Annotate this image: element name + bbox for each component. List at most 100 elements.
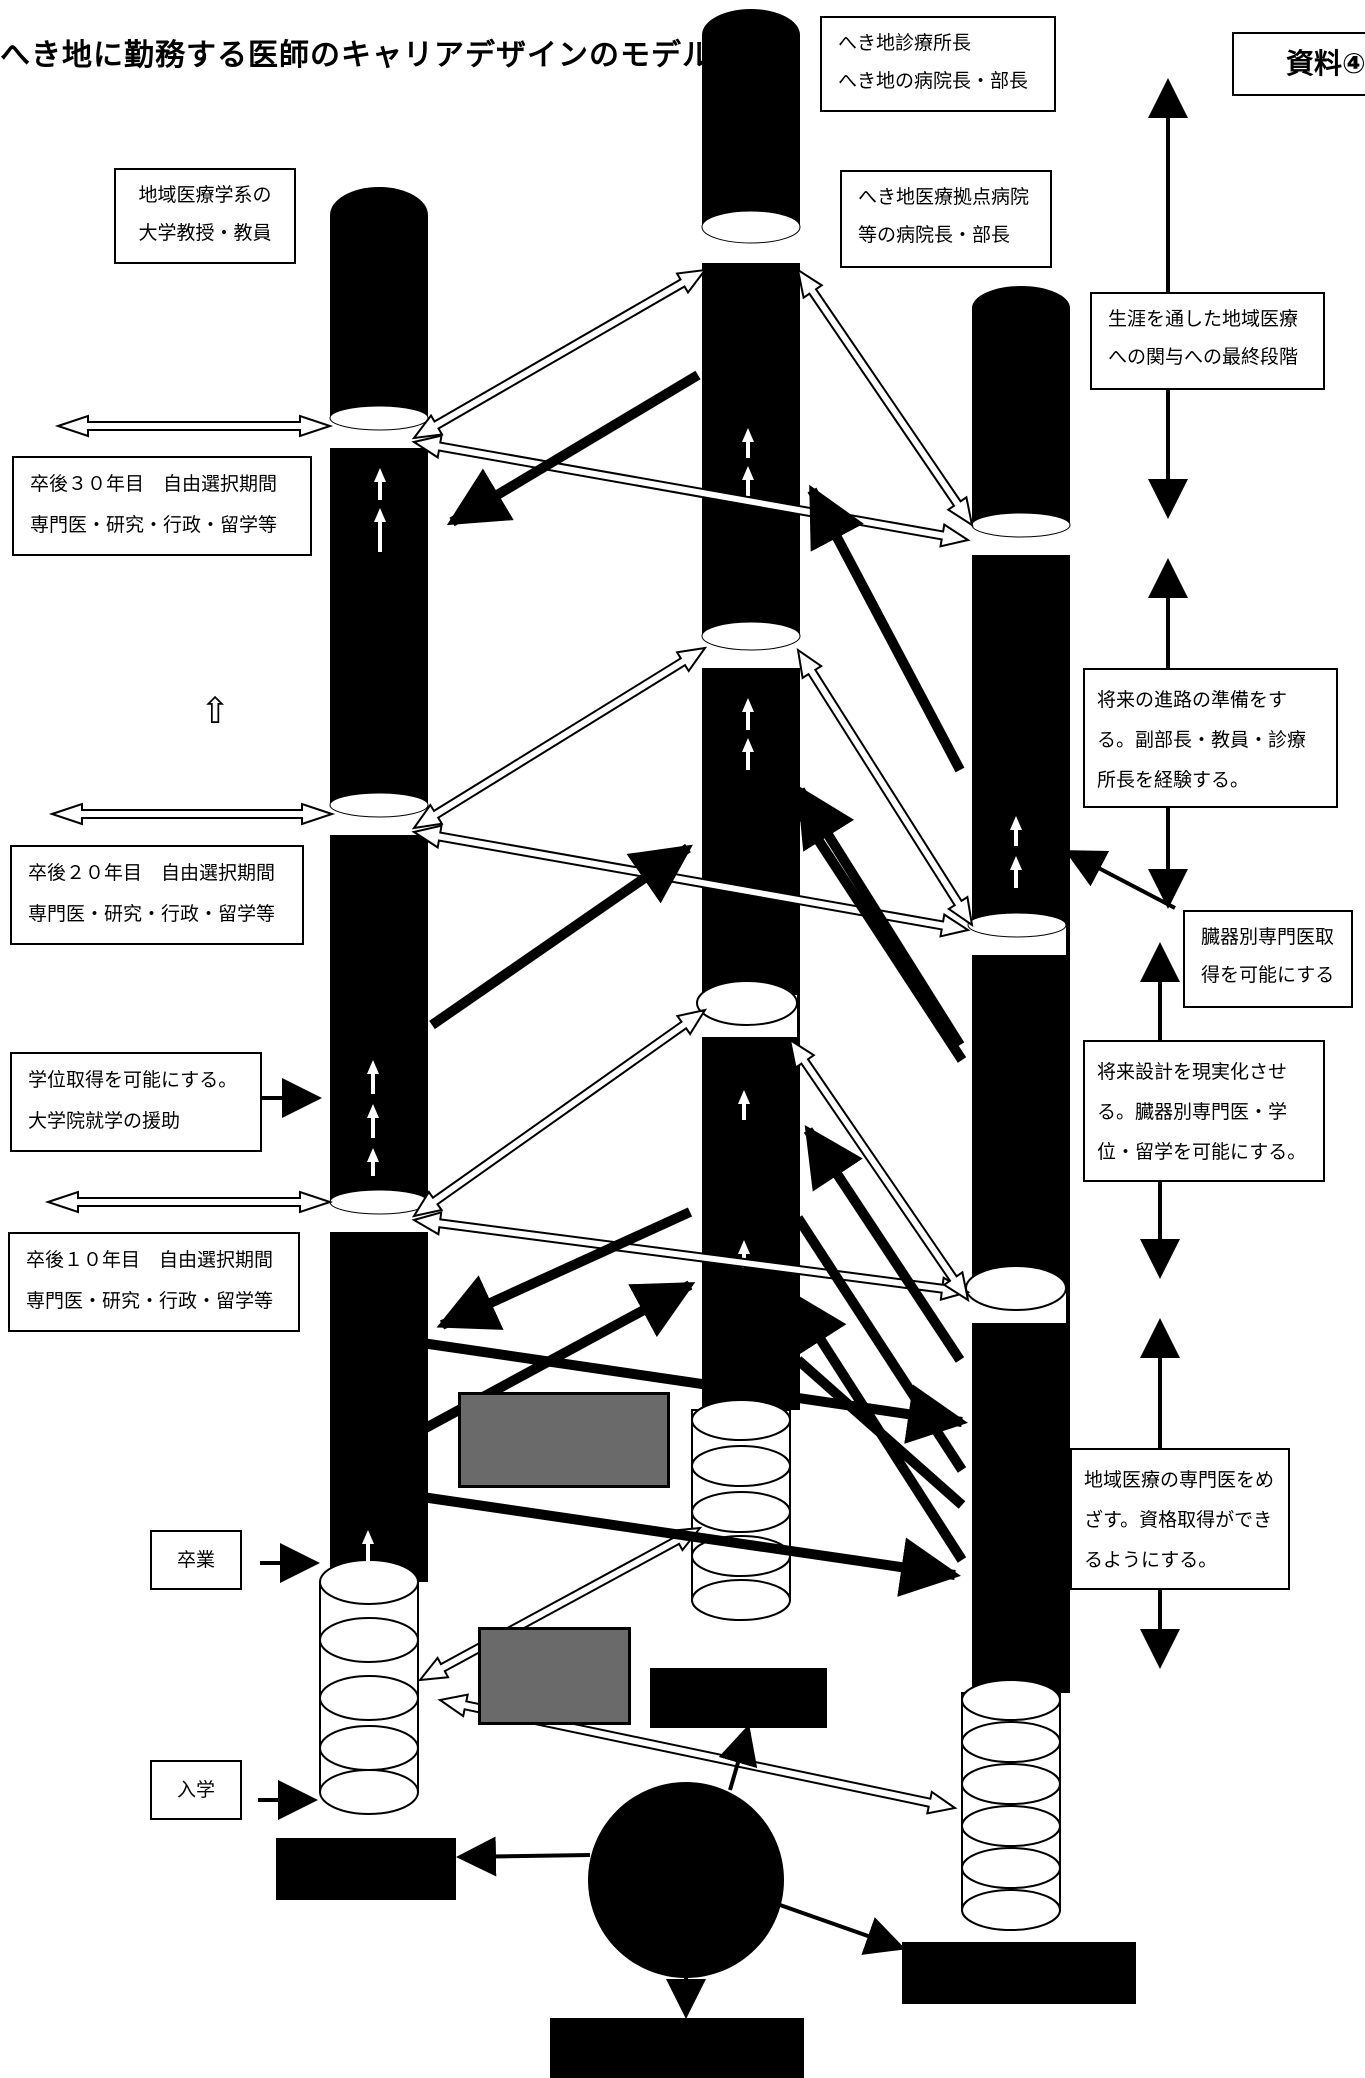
up-arrow-icon [742,738,754,770]
hollow-double-arrow [796,647,974,928]
solid-arrow [436,1207,693,1330]
solid-arrow [429,843,693,1030]
band-edge [329,792,429,818]
label-line: 卒後３０年目 自由選択期間 [30,473,278,495]
disc [961,1847,1061,1889]
disc [961,1805,1061,1847]
disc [691,1579,791,1621]
disc [319,1769,419,1815]
label-graduation: 卒業 [150,1530,242,1590]
hollow-double-arrow [788,1037,970,1303]
hollow-double-arrow [796,267,974,528]
label-base-hospital: へき地医療拠点病院 等の病院長・部長 [840,170,1052,268]
band-edge [701,210,801,244]
label-regional-specialist: 地域医療の専門医をめざす。資格取得ができるようにする。 [1070,1448,1290,1590]
column-middle-body [702,35,800,1410]
band-edge [971,512,1071,538]
hollow-double-arrow [411,268,708,440]
double-arrow-icon [44,1190,334,1214]
solid-arrow [807,484,965,773]
band-edge [965,1265,1067,1311]
disc [691,1399,791,1441]
solid-arrows [419,370,968,1597]
up-arrow-icon [367,1104,379,1138]
label-line: 卒後２０年目 自由選択期間 [28,862,276,884]
column-left-top [330,187,428,243]
label-degree: 学位取得を可能にする。 大学院就学の援助 [10,1052,262,1152]
disc [961,1763,1061,1805]
document-badge: 資料④ [1232,32,1365,96]
column-right [961,286,1071,1931]
band-edge [329,1189,429,1215]
up-arrow-icon [1010,816,1022,846]
disc [691,1445,791,1487]
disc [691,1491,791,1533]
page-title: へき地に勤務する医師のキャリアデザインのモデル [0,38,713,73]
disc [961,1721,1061,1763]
label-line: 学位取得を可能にする。 [28,1069,238,1091]
disc [961,1679,1061,1721]
redacted-box [650,1668,827,1728]
label-line: 専門医・研究・行政・留学等 [28,903,276,925]
solid-arrow [795,784,965,1048]
label-line: 卒後１０年目 自由選択期間 [26,1249,274,1271]
band-edge [967,912,1067,938]
up-arrow-icon [1010,856,1022,888]
up-arrow-icon [374,508,386,552]
hub-arrow [456,1836,591,1877]
up-arrow-icon [374,468,386,500]
label-future-prep: 将来の進路の準備をする。副部長・教員・診療所長を経験する。 [1083,668,1338,808]
redacted-box [276,1838,456,1900]
label-future-realize: 将来設計を現実化させる。臓器別専門医・学位・留学を可能にする。 [1083,1040,1325,1182]
up-arrow-icon [738,1090,750,1120]
hub-arrow [779,1903,906,1955]
label-line: 生涯を通した地域医療 [1108,308,1299,330]
label-univ-professor: 地域医療学系の 大学教授・教員 [114,168,296,264]
up-arrow-icon [738,1240,750,1268]
up-arrow-icon [367,1148,379,1176]
label-line: 大学教授・教員 [138,222,272,244]
solid-arrow [421,1338,968,1444]
redacted-box [902,1942,1136,2004]
redacted-box [458,1392,670,1488]
disc [961,1889,1061,1931]
hub-circle [588,1782,784,1978]
column-middle-top [702,9,800,61]
label-organ-specialist: 臓器別専門医取 得を可能にする [1183,910,1353,1008]
label-year20: 卒後２０年目 自由選択期間 専門医・研究・行政・留学等 [10,845,304,945]
label-lifelong: 生涯を通した地域医療 への関与への最終段階 [1090,292,1325,390]
redacted-box [478,1627,631,1725]
solid-arrow [803,1124,965,1363]
label-line: 専門医・研究・行政・留学等 [30,514,278,536]
band-edge [696,980,798,1026]
label-year30: 卒後３０年目 自由選択期間 専門医・研究・行政・留学等 [12,456,312,556]
label-line: 専門医・研究・行政・留学等 [26,1290,274,1312]
disc [319,1725,419,1771]
label-year10: 卒後１０年目 自由選択期間 専門医・研究・行政・留学等 [8,1232,300,1332]
solid-arrow [421,1492,961,1597]
hollow-double-arrow [411,1211,971,1301]
solid-arrow [446,370,701,527]
label-line: へき地医療拠点病院 [858,186,1030,208]
double-arrow-icon [48,802,336,826]
label-line: 臓器別専門医取 [1201,926,1335,948]
label-admission: 入学 [150,1760,242,1820]
label-line: 大学院就学の援助 [28,1110,181,1132]
double-arrow-icon [54,414,334,438]
label-line: 等の病院長・部長 [858,224,1011,246]
up-arrow-icon [367,1060,379,1094]
bottom-hub [456,1724,906,2019]
disc [319,1559,419,1605]
up-arrow-icon [742,466,754,496]
up-arrow-icon [362,1530,374,1562]
label-clinic-director: へき地診療所長 へき地の病院長・部長 [820,16,1056,112]
disc [319,1675,419,1721]
solid-arrow [794,1356,966,1509]
up-arrow-icon [742,428,754,458]
disc [319,1617,419,1663]
column-middle [691,9,801,1621]
up-arrow-icon [742,698,754,730]
solid-arrow [795,809,967,1063]
